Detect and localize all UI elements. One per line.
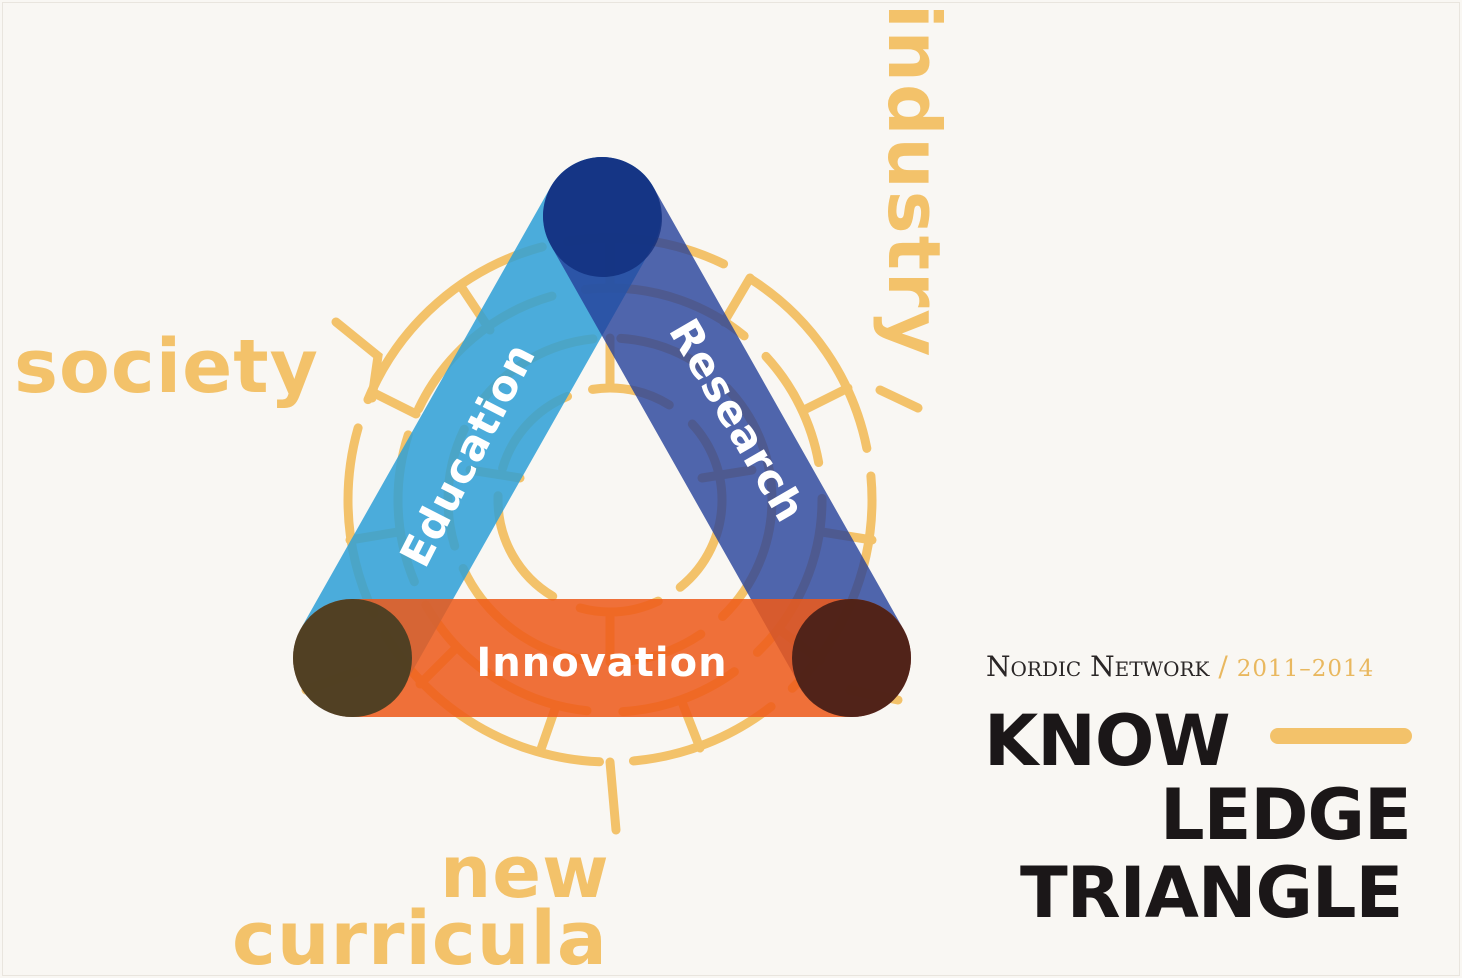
industry-label: industry: [872, 4, 956, 359]
innovation-label: Innovation: [476, 640, 727, 686]
education-band: [293, 157, 661, 717]
network-header: Nordic Network / 2011–2014: [986, 650, 1374, 683]
research-band: [543, 157, 911, 717]
title-dash: [1270, 728, 1412, 744]
curricula-label: curricula: [232, 896, 608, 978]
society-label: society: [14, 324, 319, 410]
new-label: new: [440, 830, 610, 914]
title-line-ledge: LEDGE: [1160, 774, 1412, 856]
title-line-know: KNOW: [984, 700, 1231, 782]
title-line-triangle: TRIANGLE: [1020, 852, 1403, 934]
network-name: Nordic Network: [986, 650, 1210, 683]
network-separator: /: [1218, 650, 1228, 683]
triangle-bands: [293, 157, 911, 717]
network-years: 2011–2014: [1236, 656, 1375, 682]
corner-overlaps: [293, 157, 911, 717]
